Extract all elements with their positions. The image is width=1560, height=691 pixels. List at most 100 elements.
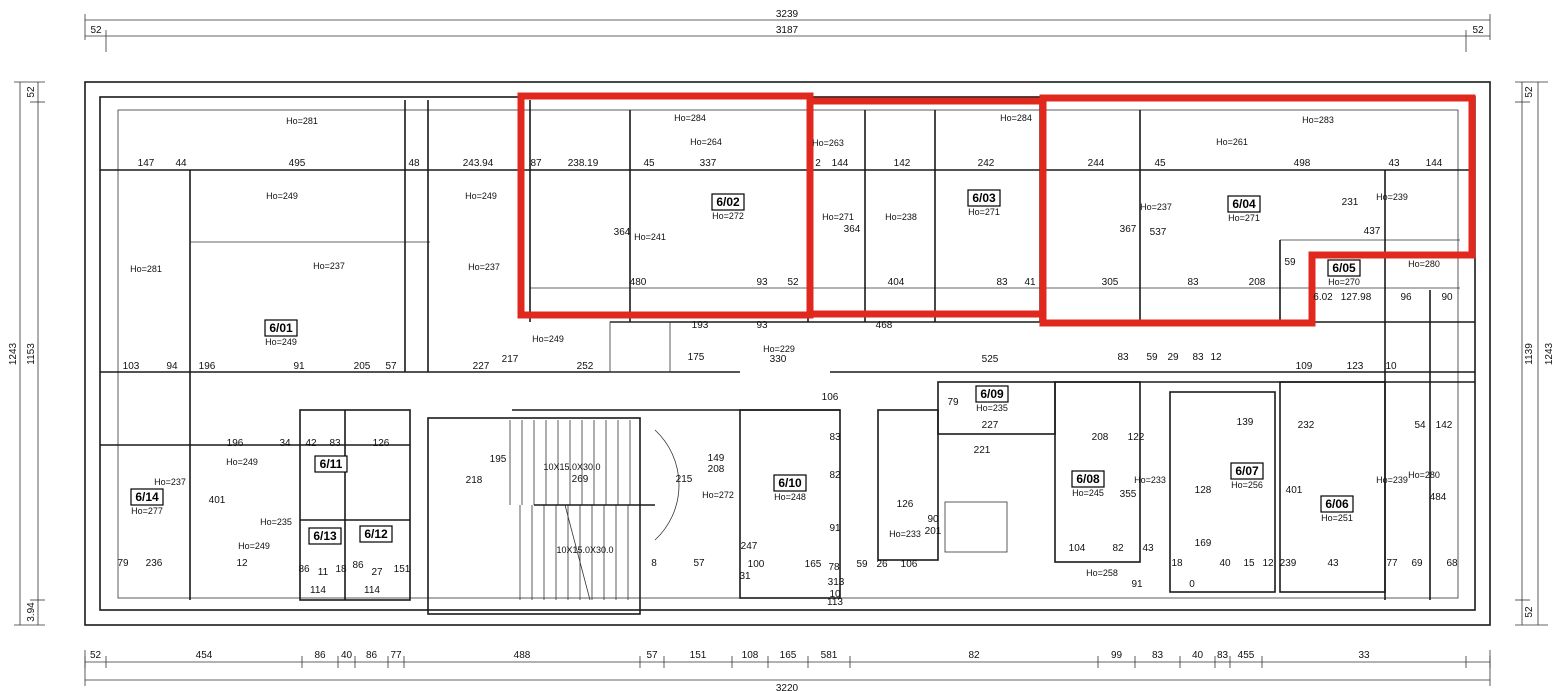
dim-left-inner: 1153 [26, 343, 37, 365]
room-id-box [975, 385, 1009, 403]
dimension-label: 18 [335, 564, 347, 575]
height-label: Ho=281 [286, 116, 318, 126]
dimension-label: 221 [974, 445, 991, 456]
room-id: 6/11 [320, 457, 343, 471]
dimension-label: 44 [175, 158, 187, 169]
dim-bottom-segment: 454 [196, 650, 213, 661]
dimension-label: 196 [199, 361, 216, 372]
dimension-label: 41 [1024, 277, 1036, 288]
dimension-label: 437 [1364, 226, 1381, 237]
dimension-label: 83 [996, 277, 1008, 288]
dimension-label: 68 [1446, 558, 1458, 569]
dimension-label: 69 [1411, 558, 1423, 569]
height-label: Ho=241 [634, 232, 666, 242]
height-label: Ho=263 [812, 138, 844, 148]
dimension-label: 96 [1400, 292, 1412, 303]
dimension-label: 77 [1386, 558, 1398, 569]
dimension-label: 54 [1414, 420, 1426, 431]
room-height: Ho=277 [131, 506, 163, 516]
dimension-label: 45 [643, 158, 655, 169]
dimension-label: 78 [828, 562, 840, 573]
dimension-label: 495 [289, 158, 306, 169]
room-id-box [1320, 495, 1354, 513]
dimension-label: 86 [298, 564, 310, 575]
dim-bottom-segment: 33 [1358, 650, 1370, 661]
dimension-label: 91 [293, 361, 305, 372]
dimension-label: 42 [305, 438, 317, 449]
height-label: Ho=249 [226, 457, 258, 467]
dimension-label: 59 [856, 559, 868, 570]
dimension-label: 269 [572, 474, 589, 485]
dim-right-inner: 1139 [1524, 343, 1535, 365]
dim-bottom-segment: 40 [1192, 650, 1204, 661]
dimension-label: 34 [279, 438, 291, 449]
dimension-label: 31 [739, 571, 751, 582]
dimension-label: 525 [982, 354, 999, 365]
dimension-label: 82 [829, 470, 841, 481]
height-label: Ho=272 [702, 490, 734, 500]
dimension-label: 26 [876, 559, 888, 570]
dimension-label: 86 [352, 560, 364, 571]
room-id-box [967, 189, 1001, 207]
dimension-label: 227 [473, 361, 490, 372]
height-label: Ho=258 [1086, 568, 1118, 578]
dim-bottom-segment: 57 [646, 650, 658, 661]
dimension-label: 57 [385, 361, 397, 372]
dimension-label: 94 [166, 361, 178, 372]
room-id: 6/03 [972, 191, 996, 205]
dimension-label: 238.19 [568, 158, 599, 169]
room-height: Ho=249 [265, 337, 297, 347]
dimension-label: 367 [1120, 224, 1137, 235]
height-label: Ho=237 [154, 477, 186, 487]
stair-spec-bottom: 10X15.0X30.0 [556, 545, 613, 555]
dimension-label: 83 [329, 438, 341, 449]
dim-bottom-segment: 108 [742, 650, 759, 661]
dimension-label: 12 [1262, 558, 1274, 569]
dim-bottom-segment: 488 [514, 650, 531, 661]
dimension-label: 122 [1128, 432, 1145, 443]
dimension-label: 165 [805, 559, 822, 570]
dimension-label: 401 [1286, 485, 1303, 496]
dimension-label: 468 [876, 320, 893, 331]
dimension-label: 18 [1171, 558, 1183, 569]
dimension-label: 144 [832, 158, 849, 169]
room-id-box [359, 525, 393, 543]
dimension-label: 123 [1347, 361, 1364, 372]
dimension-label: 12 [1210, 352, 1222, 363]
dim-right-bottom: 52 [1524, 606, 1535, 618]
dimension-label: 364 [614, 227, 631, 238]
dim-right-top: 52 [1524, 86, 1535, 98]
dimension-label: 175 [688, 352, 705, 363]
dimension-label: 151 [394, 564, 411, 575]
room-id: 6/08 [1076, 472, 1100, 486]
room-height: Ho=270 [1328, 277, 1360, 287]
dimension-label: 127.98 [1341, 292, 1372, 303]
dimension-label: 147 [138, 158, 155, 169]
dimension-label: 227 [982, 420, 999, 431]
dimension-right: 52 1139 1243 52 [1515, 81, 1555, 626]
room-id-box [1227, 195, 1261, 213]
height-label: Ho=261 [1216, 137, 1248, 147]
room-id: 6/12 [364, 527, 388, 541]
room-id-box [773, 474, 807, 492]
dimension-label: 109 [1296, 361, 1313, 372]
room-id-box [1327, 259, 1361, 277]
dimension-label: 149 [708, 453, 725, 464]
dimension-label: 142 [1436, 420, 1453, 431]
room-6-12: 6/12 [359, 525, 393, 543]
dimension-label: 43 [1142, 543, 1154, 554]
room-id: 6/05 [1332, 261, 1356, 275]
dimension-label: 45 [1154, 158, 1166, 169]
dimension-label: 114 [310, 585, 326, 596]
dimension-label: 91 [829, 523, 841, 534]
stair-spec-top: 10X15.0X30.0 [543, 462, 600, 472]
dimension-label: 247 [741, 541, 758, 552]
dimension-label: 100 [748, 559, 765, 570]
